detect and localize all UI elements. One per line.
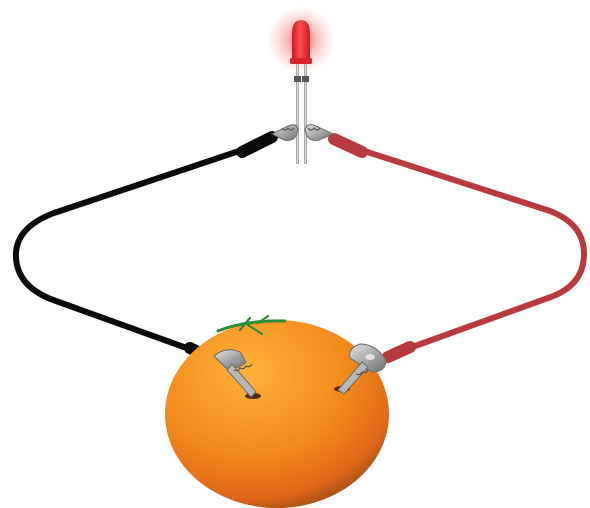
top-right-clip-spring: [307, 127, 321, 131]
led-rim: [290, 58, 312, 64]
alligator-clip-icon: [213, 349, 257, 398]
top-left-clip-spring: [281, 127, 295, 131]
orange-body: [165, 320, 389, 508]
alligator-clip-icon: [337, 343, 387, 395]
right-electrode-rod: [337, 361, 369, 395]
red-wire-icon: [328, 133, 587, 363]
black-lead-cable: [12, 145, 251, 354]
right-electrode-highlight: [365, 354, 375, 360]
black-top-sleeve: [236, 131, 278, 158]
red-top-sleeve: [328, 133, 368, 158]
orange-stem: [216, 319, 287, 333]
led-leg-left: [296, 64, 299, 164]
led-leg-band-right: [302, 76, 309, 82]
led-bulb: [292, 20, 310, 60]
led-leg-right: [304, 64, 307, 164]
right-electrode-spring: [355, 369, 369, 376]
left-electrode-rod: [226, 363, 257, 398]
top-left-clip: [270, 124, 299, 141]
led-leg-band-left: [294, 76, 301, 82]
led-icon: [267, 6, 335, 164]
red-lead-cable: [352, 145, 587, 353]
top-right-clip: [304, 124, 335, 141]
orange-fruit-icon: [165, 314, 389, 508]
alligator-clip-icon: [270, 124, 335, 141]
orange-leaf-marks: [238, 314, 270, 336]
red-bottom-sleeve: [382, 341, 416, 363]
left-electrode-spring: [233, 363, 253, 372]
